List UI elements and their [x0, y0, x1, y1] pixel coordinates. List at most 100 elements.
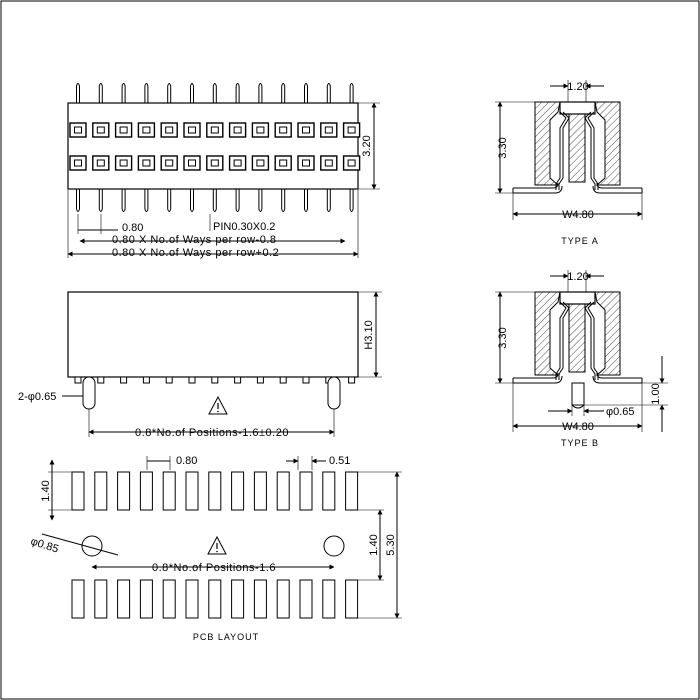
top-contact-hole	[302, 126, 310, 134]
type-b-post	[571, 382, 585, 406]
pcb-pad	[94, 471, 108, 511]
top-contact-hole	[165, 126, 174, 134]
type-b-top-dim: 1.20	[567, 271, 588, 283]
top-contact-hole	[324, 126, 333, 134]
pcb-pad-width-dim: 0.51	[329, 455, 350, 467]
top-contact-hole	[233, 126, 242, 134]
side-post-left	[82, 376, 96, 410]
top-contact-hole	[96, 159, 105, 167]
top-pin-up	[349, 83, 354, 103]
pcb-pad	[117, 579, 131, 619]
top-contact-hole	[256, 159, 265, 167]
type-b-width-dim: W4.80	[562, 421, 594, 433]
top-pin-dim: PIN0.30X0.2	[213, 221, 275, 233]
type-a-width-dim: W4.80	[562, 209, 594, 221]
side-pin	[97, 376, 105, 384]
side-pin	[234, 376, 242, 384]
pcb-pad	[231, 579, 245, 619]
top-contact-hole	[279, 159, 288, 167]
pcb-pad	[71, 471, 85, 511]
top-pin-down	[144, 189, 149, 212]
top-pin-up	[190, 83, 194, 103]
side-pin	[279, 376, 287, 384]
pcb-pad	[276, 579, 290, 619]
top-contact-hole	[210, 159, 219, 167]
warning-triangle-icon	[208, 395, 228, 415]
top-pin-down	[76, 189, 80, 212]
top-contact-hole	[165, 159, 174, 167]
top-contact-hole	[279, 126, 288, 134]
top-pin-down	[258, 189, 263, 212]
top-view-body	[67, 102, 359, 190]
top-contact-hole	[256, 126, 265, 134]
top-pin-up	[326, 83, 331, 103]
side-pin	[211, 376, 219, 384]
pcb-pad-len-dim: 1.40	[40, 480, 52, 501]
top-pin-down	[190, 189, 194, 212]
warning-triangle-icon	[207, 535, 227, 555]
top-pitch-dim: 0.80	[122, 222, 143, 234]
side-pin	[120, 376, 128, 384]
type-a-top-dim: 1.20	[567, 81, 588, 93]
type-b-view: 1.20 3.30 φ0.65 1.00 W4.80 TYPE B	[495, 270, 668, 448]
top-pin-down	[98, 189, 103, 212]
pcb-pad	[345, 471, 359, 511]
type-b-post-len-dim: 1.00	[650, 383, 662, 404]
top-contact-hole	[188, 126, 196, 134]
side-view: H3.10 2-φ0.65 0.8*No.of Positions-1.6±0.…	[18, 291, 382, 439]
pcb-pad	[94, 579, 108, 619]
type-a-height-dim: 3.30	[497, 137, 509, 158]
pcb-pad	[162, 471, 176, 511]
top-pin-down	[326, 189, 331, 212]
side-pin	[256, 376, 264, 384]
pcb-gap-dim: 1.40	[368, 534, 380, 555]
top-contact-hole	[347, 126, 356, 134]
side-post-right	[327, 376, 341, 410]
pcb-pitch-dim: 0.80	[176, 455, 197, 467]
top-contact-hole	[142, 126, 151, 134]
side-pin	[302, 376, 310, 384]
top-pin-up	[304, 83, 308, 103]
pcb-pad	[208, 579, 222, 619]
top-pin-up	[121, 83, 126, 103]
top-height-dim: 3.20	[361, 135, 373, 156]
top-pin-down	[235, 189, 240, 212]
pcb-positions-dim: 0.8*No.of Positions-1.6	[152, 562, 276, 574]
top-pin-down	[167, 189, 172, 212]
pcb-pad	[139, 579, 153, 619]
type-b-caption: TYPE B	[561, 438, 599, 448]
type-b-height-dim: 3.30	[497, 327, 509, 348]
type-a-caption: TYPE A	[561, 236, 599, 246]
type-b-post-dim: φ0.65	[606, 406, 635, 418]
top-row-dim-1: 0.80 X No.of Ways per row-0.8	[112, 234, 277, 246]
top-pin-down	[212, 189, 217, 212]
top-contact-hole	[302, 159, 310, 167]
side-pin	[348, 376, 356, 384]
side-pin	[74, 376, 82, 384]
top-pin-up	[281, 83, 286, 103]
pcb-pad	[117, 471, 131, 511]
pcb-pad	[322, 579, 336, 619]
top-contact-hole	[74, 126, 82, 134]
top-pin-up	[212, 83, 217, 103]
side-positions-dim: 0.8*No.of Positions-1.6±0.20	[135, 427, 289, 439]
pcb-pad	[322, 471, 336, 511]
side-pin	[165, 376, 173, 384]
top-contact-hole	[347, 159, 356, 167]
pcb-pad	[208, 471, 222, 511]
side-pin	[142, 376, 150, 384]
top-pin-down	[281, 189, 286, 212]
top-contact-hole	[210, 126, 219, 134]
pcb-pad	[185, 579, 199, 619]
top-row-dim-2: 0.80 X No.of Ways per row+0.2	[112, 247, 279, 259]
top-view: 3.20 0.80 PIN0.30X0.2 0.80 X No.of Ways …	[67, 83, 380, 259]
pcb-hole-right	[323, 535, 345, 557]
top-contact-hole	[96, 126, 105, 134]
top-pin-up	[235, 83, 240, 103]
type-a-view: 1.20 3.30 W4.80 TYPE A	[495, 80, 643, 246]
top-contact-hole	[119, 126, 128, 134]
side-pin	[188, 376, 196, 384]
top-pin-down	[349, 189, 354, 212]
top-pin-up	[258, 83, 263, 103]
pcb-pad	[299, 471, 313, 511]
